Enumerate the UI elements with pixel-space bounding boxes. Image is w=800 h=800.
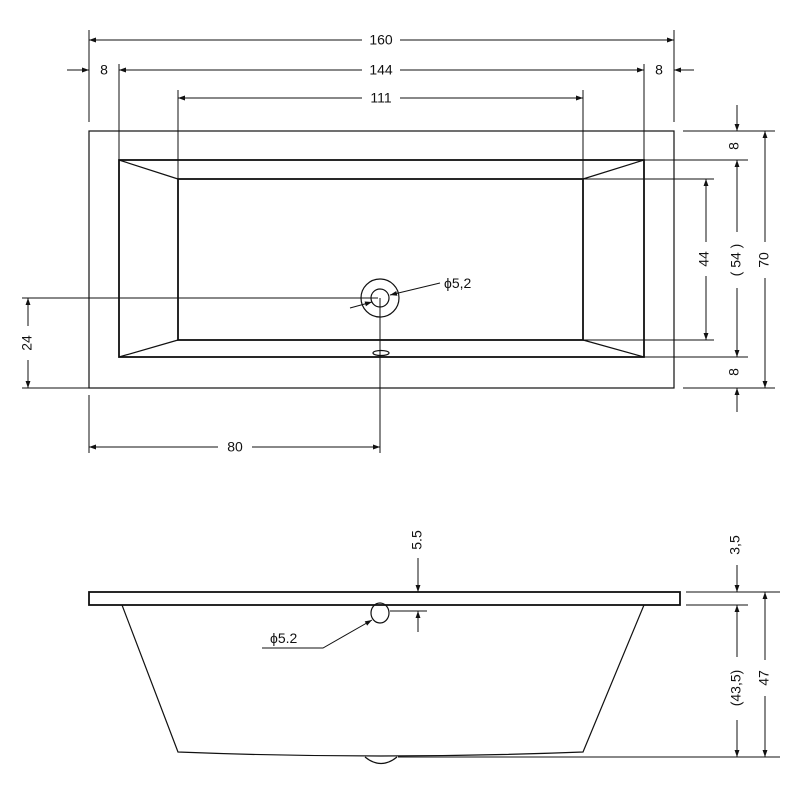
- dim-drain-diameter: ϕ5,2: [444, 275, 472, 291]
- dim-bottom-rim: 8: [726, 368, 742, 376]
- dim-overall-width: 70: [756, 252, 772, 268]
- side-extension-lines: [398, 591, 780, 758]
- dim-floor-width: 44: [696, 251, 712, 267]
- dim-top-rim: 8: [726, 142, 742, 150]
- tub-body: [121, 604, 645, 757]
- dim-drain-offset-y: 24: [19, 335, 35, 351]
- drain-bump: [364, 756, 398, 765]
- dim-overflow-offset: 5.5: [409, 530, 425, 550]
- dim-floor-length: 111: [370, 90, 391, 106]
- bevel-lines: [118, 159, 645, 358]
- dim-total-height: 47: [756, 670, 772, 686]
- dim-depth: (43,5): [728, 670, 744, 707]
- overflow-mark: [372, 349, 390, 357]
- dim-overall-length: 160: [369, 32, 393, 48]
- dim-inner-length: 144: [369, 62, 393, 78]
- side-view: 5.5 ϕ5.2 3,5 (43,5) 47: [88, 530, 780, 765]
- inner-rim: [118, 159, 645, 358]
- extension-lines: [22, 30, 775, 453]
- dim-overflow-diameter: ϕ5.2: [270, 630, 298, 646]
- dim-inner-width: ( 54 ): [728, 244, 744, 277]
- dim-rim-thickness: 3,5: [727, 535, 743, 555]
- dim-right-rim: 8: [655, 62, 663, 78]
- top-view: 160 144 8 8 111 70 ( 54 ) 8 8 44 24: [19, 30, 775, 455]
- dim-drain-offset-x: 80: [227, 439, 243, 455]
- overflow-hole: [370, 602, 390, 624]
- tub-outline: [88, 130, 675, 389]
- tub-rim: [88, 591, 681, 606]
- dim-left-rim: 8: [100, 62, 108, 78]
